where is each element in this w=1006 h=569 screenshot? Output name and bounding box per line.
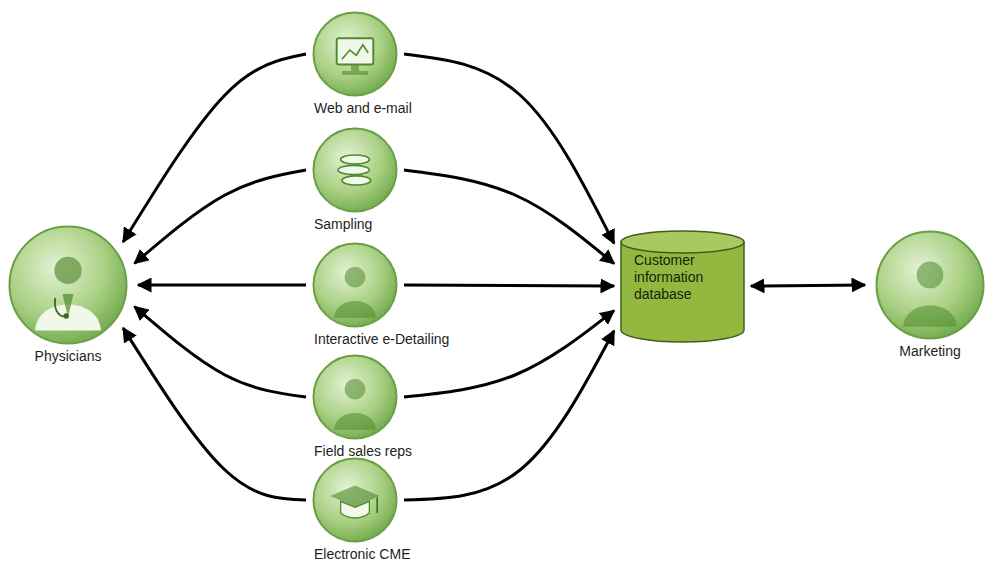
node-label: Field sales reps bbox=[314, 443, 412, 460]
node-label: Interactive e-Detailing bbox=[314, 331, 449, 348]
node-label: Electronic CME bbox=[314, 546, 410, 563]
photo-disc bbox=[312, 242, 398, 328]
flow-arrow bbox=[751, 285, 865, 286]
flow-arrow bbox=[404, 311, 614, 397]
flow-arrow bbox=[404, 331, 614, 500]
photo-disc bbox=[8, 225, 128, 345]
flow-arrow bbox=[404, 170, 614, 264]
flow-arrow bbox=[404, 54, 614, 243]
flow-arrow bbox=[135, 170, 306, 263]
channel-circle: Sampling bbox=[312, 127, 398, 213]
photo-disc bbox=[312, 457, 398, 543]
flow-arrow bbox=[404, 285, 614, 286]
photo-disc bbox=[312, 354, 398, 440]
channel-circle: Electronic CME bbox=[312, 457, 398, 543]
channel-circle: Web and e-mail bbox=[312, 11, 398, 97]
photo-disc bbox=[312, 127, 398, 213]
database-cylinder: Customer information database bbox=[620, 230, 745, 342]
photo-disc bbox=[875, 230, 985, 340]
node-label: Web and e-mail bbox=[314, 100, 412, 117]
channel-circle: Interactive e-Detailing bbox=[312, 242, 398, 328]
node-label: Physicians bbox=[35, 348, 102, 365]
audience-circle: Physicians bbox=[8, 225, 128, 345]
flow-arrow bbox=[123, 54, 306, 242]
photo-disc bbox=[312, 11, 398, 97]
team-circle: Marketing bbox=[875, 230, 985, 340]
flow-arrow bbox=[123, 328, 306, 500]
node-label: Marketing bbox=[899, 343, 960, 360]
database-label: Customer information database bbox=[634, 252, 733, 303]
channel-circle: Field sales reps bbox=[312, 354, 398, 440]
node-label: Sampling bbox=[314, 216, 372, 233]
flow-arrow bbox=[138, 284, 306, 287]
